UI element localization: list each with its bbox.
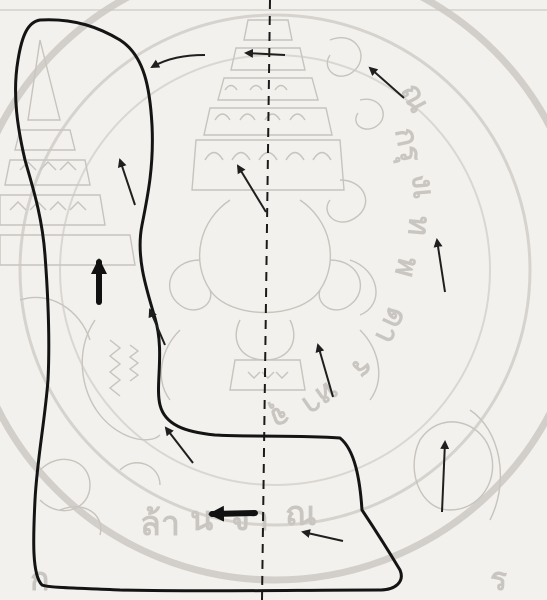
arrow-right-mid	[437, 240, 445, 292]
svg-text:ท: ท	[400, 214, 437, 237]
svg-text:ณ: ณ	[393, 77, 437, 118]
svg-text:จุ: จุ	[265, 397, 294, 437]
svg-text:ล้า: ล้า	[140, 504, 180, 544]
central-figure-sketch	[161, 200, 378, 400]
svg-text:น: น	[190, 499, 213, 539]
watermark-lettering: ณ กรุ งเ ท พ ดา ร หา จุ จา ล้า น ณ ก ร	[30, 77, 507, 598]
arrow-crown-left	[246, 53, 285, 55]
arrow-back-middle	[150, 310, 165, 345]
svg-text:ดา: ดา	[367, 302, 414, 350]
arrow-ear-up	[370, 68, 404, 98]
svg-text:งเ: งเ	[404, 173, 441, 201]
arrow-back-upper	[120, 160, 135, 205]
svg-text:กรุ: กรุ	[386, 124, 428, 165]
bold-arrows	[99, 262, 255, 514]
svg-text:ร: ร	[490, 560, 507, 598]
arrow-crown-lower	[238, 166, 266, 212]
svg-text:พ: พ	[387, 253, 426, 281]
arrow-right-low	[442, 442, 445, 512]
svg-text:ณ: ณ	[285, 494, 317, 534]
bold-arrow-left	[212, 513, 255, 514]
mural-sketch	[0, 10, 547, 535]
direction-arrows	[120, 53, 445, 541]
arrow-head-left	[152, 55, 205, 67]
watermark-seal	[0, 0, 547, 580]
arrow-base-right	[303, 532, 343, 541]
left-stupa-sketch	[0, 40, 135, 265]
